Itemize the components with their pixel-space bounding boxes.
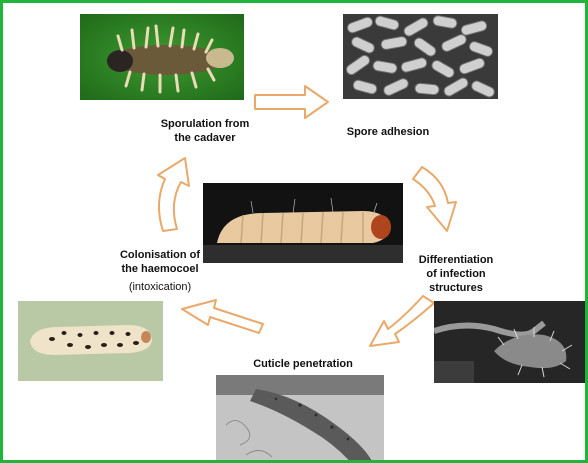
label-sporulation: Sporulation from the cadaver (140, 117, 270, 145)
sporulating-cadaver-photo (80, 14, 244, 100)
arrow-differentiation-to-penetration (370, 296, 434, 346)
label-spore-adhesion: Spore adhesion (333, 125, 443, 139)
label-colonisation-line2: the haemocoel (105, 262, 215, 276)
infection-structure-micrograph (434, 301, 588, 383)
arrow-sporulation-to-adhesion (255, 86, 328, 118)
label-colonisation-note: (intoxication) (105, 280, 215, 294)
arrow-adhesion-to-differentiation (413, 167, 456, 231)
spores-micrograph (343, 14, 498, 99)
arrow-penetration-to-colonisation (182, 300, 263, 333)
label-differentiation: Differentiation of infection structures (401, 253, 511, 295)
label-differentiation-line2: of infection (401, 267, 511, 281)
label-differentiation-line1: Differentiation (401, 253, 511, 267)
label-sporulation-line1: Sporulation from (140, 117, 270, 131)
spotted-larva-photo (18, 301, 163, 381)
label-colonisation: Colonisation of the haemocoel (intoxicat… (105, 248, 215, 294)
label-cuticle-penetration: Cuticle penetration (233, 357, 373, 371)
label-sporulation-line2: the cadaver (140, 131, 270, 145)
arrow-colonisation-to-sporulation (158, 158, 189, 231)
label-differentiation-line3: structures (401, 281, 511, 295)
label-colonisation-line1: Colonisation of (105, 248, 215, 262)
healthy-larva-photo (203, 183, 403, 263)
cuticle-section-micrograph (216, 375, 384, 463)
